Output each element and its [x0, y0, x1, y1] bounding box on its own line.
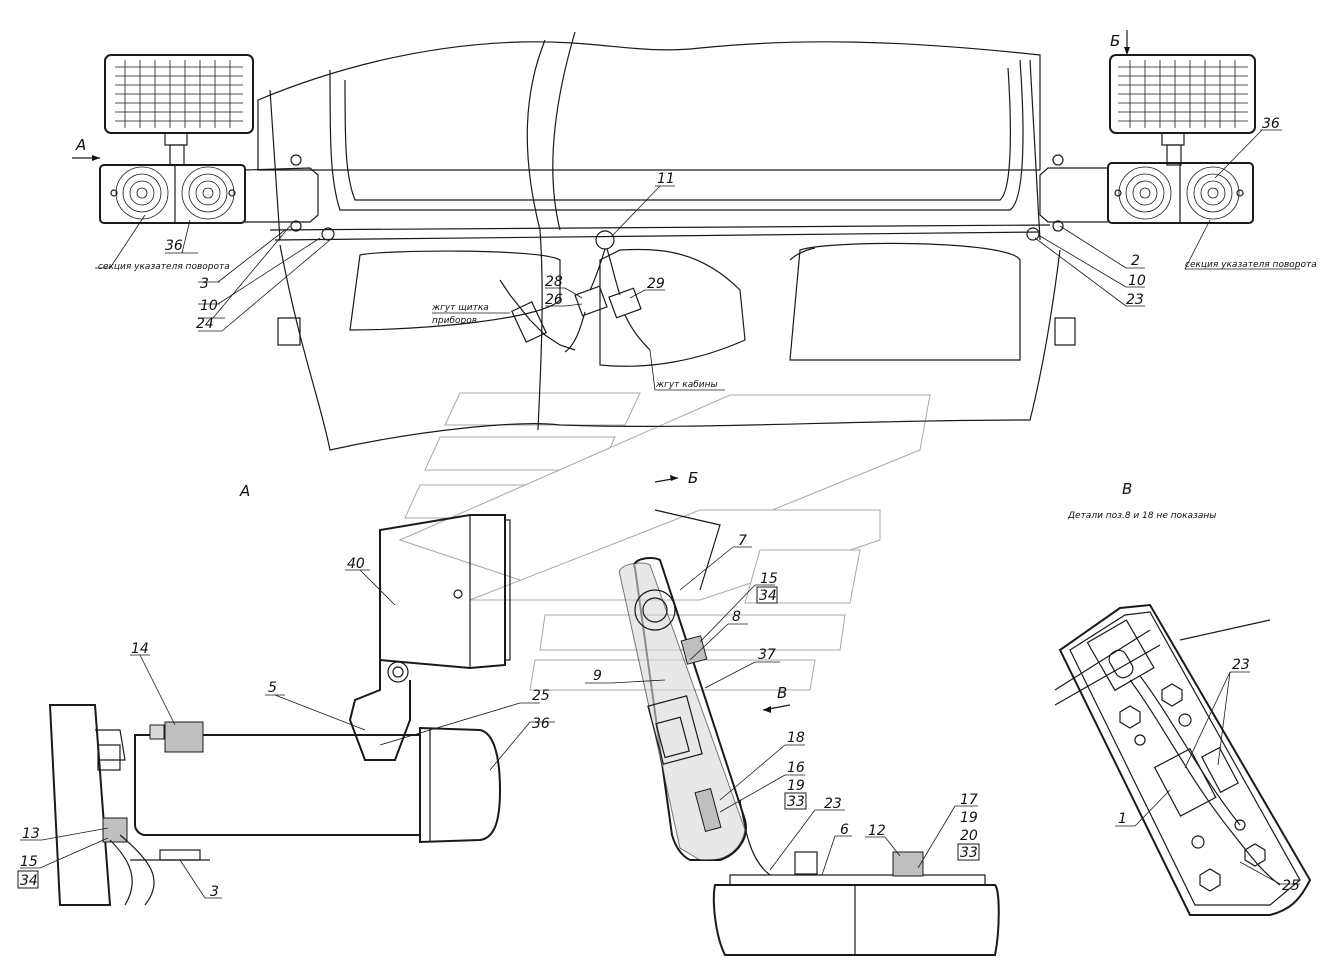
callout-26: 26 — [545, 292, 563, 308]
turn-section-caption-left: секция указателя поворота — [98, 262, 230, 272]
callout-36: 36 — [532, 716, 550, 732]
callout-2: 2 — [1131, 253, 1140, 269]
callout-9: 9 — [593, 668, 602, 684]
view-label-b-arrow: Б — [1110, 32, 1120, 50]
callout-24: 24 — [196, 316, 214, 332]
turn-section-caption-right: секция указателя поворота — [1185, 260, 1317, 270]
callout-23: 23 — [824, 796, 842, 812]
harness-connectors — [499, 230, 651, 353]
work-light-right — [1109, 54, 1256, 166]
turn-indicator-left — [99, 154, 335, 241]
callout-23: 23 — [1126, 292, 1144, 308]
callout-25: 25 — [1282, 878, 1300, 894]
callout-33: 33 — [787, 794, 805, 810]
view-title-b: Б — [688, 469, 698, 487]
harness-panel-caption-1: жгут щитка — [431, 303, 489, 313]
callout-15: 15 — [20, 854, 38, 870]
view-label-a-arrow: А — [75, 136, 86, 154]
view-v-note: Детали поз.8 и 18 не показаны — [1067, 511, 1216, 521]
view-b-detail — [618, 475, 1000, 956]
callout-5: 5 — [268, 680, 277, 696]
callout-25: 25 — [532, 688, 550, 704]
callout-37: 37 — [758, 647, 776, 663]
callout-16: 16 — [787, 760, 805, 776]
callout-6: 6 — [840, 822, 849, 838]
callout-28: 28 — [545, 274, 563, 290]
callout-34: 34 — [20, 873, 38, 889]
harness-cab-caption: жгут кабины — [655, 380, 718, 390]
view-title-v: В — [1122, 480, 1132, 498]
callout-10: 10 — [200, 298, 218, 314]
callout-11: 11 — [657, 171, 675, 187]
callout-17: 17 — [960, 792, 978, 808]
callout-40: 40 — [347, 556, 365, 572]
work-light-left — [104, 54, 254, 166]
callout-12: 12 — [868, 823, 886, 839]
callout-34: 34 — [759, 588, 777, 604]
turn-indicator-right — [1026, 154, 1254, 241]
callout-20: 20 — [960, 828, 978, 844]
view-title-a: А — [239, 482, 250, 500]
callout-3: 3 — [210, 884, 219, 900]
callout-33: 33 — [960, 845, 978, 861]
callout-14: 14 — [131, 641, 149, 657]
callout-36: 36 — [1262, 116, 1280, 132]
leader-lines — [20, 129, 1300, 899]
view-label-v-arrow: В — [777, 684, 787, 702]
harness-panel-caption-2: приборов — [432, 316, 477, 326]
callout-3: 3 — [200, 276, 209, 292]
view-v-detail — [1054, 603, 1312, 916]
callout-19: 19 — [960, 810, 978, 826]
callout-15: 15 — [760, 571, 778, 587]
callout-18: 18 — [787, 730, 805, 746]
view-b-arrow — [1124, 30, 1130, 55]
callout-7: 7 — [738, 533, 747, 549]
callout-19: 19 — [787, 778, 805, 794]
view-a-detail — [48, 514, 511, 906]
callout-29: 29 — [647, 276, 665, 292]
callout-13: 13 — [22, 826, 40, 842]
callout-10: 10 — [1128, 273, 1146, 289]
callout-1: 1 — [1118, 811, 1127, 827]
callout-23: 23 — [1232, 657, 1250, 673]
callout-8: 8 — [732, 609, 741, 625]
cab-top-view — [257, 31, 1076, 451]
callout-36: 36 — [165, 238, 183, 254]
view-a-arrow — [72, 155, 100, 161]
